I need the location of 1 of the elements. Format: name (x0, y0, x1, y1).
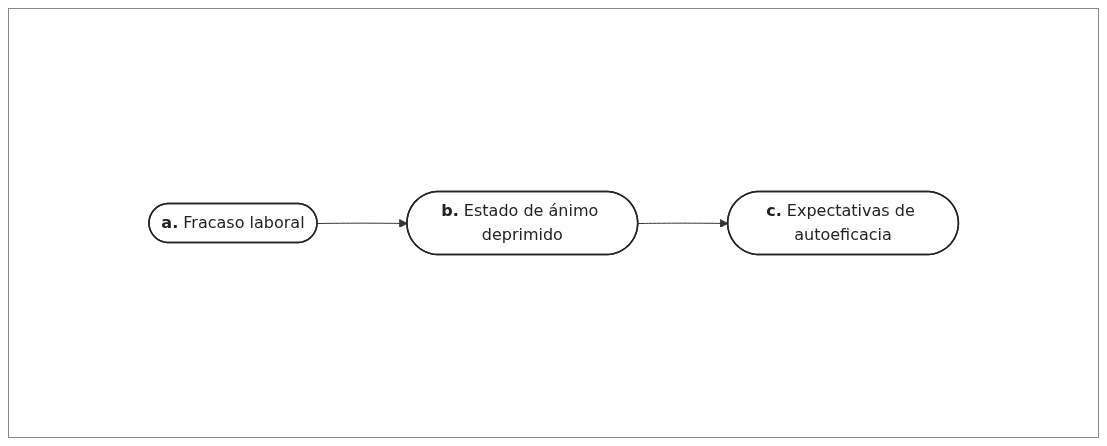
arrow (316, 219, 408, 228)
